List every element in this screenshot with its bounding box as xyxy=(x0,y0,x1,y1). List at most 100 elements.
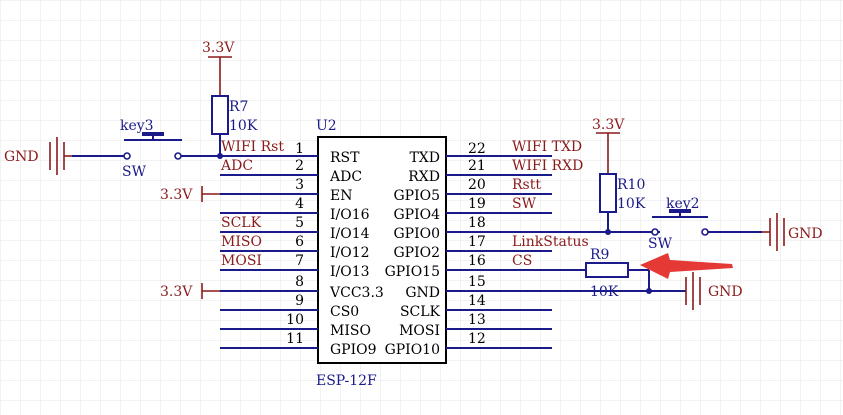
pin-number: 10 xyxy=(286,312,304,328)
left-pin-5[interactable]: 5 I/O14 xyxy=(220,215,370,242)
pin-number: 12 xyxy=(468,331,486,347)
left-pin-2[interactable]: 2 ADC xyxy=(220,158,362,185)
pin-name: I/O14 xyxy=(330,226,370,242)
pin-number: 13 xyxy=(468,312,486,328)
key3-ref: key3 xyxy=(120,118,154,134)
right-pin-21[interactable]: 21 RXD xyxy=(408,158,552,185)
pin-name: EN xyxy=(330,188,352,204)
esp12f-chip[interactable]: U2 ESP-12F 1 RST 2 ADC 3 EN 4 I/O16 5 I/… xyxy=(220,118,686,389)
pin-number: 4 xyxy=(295,196,304,212)
right-pin-22[interactable]: 22 TXD xyxy=(409,141,552,166)
right-pin-18[interactable]: 18 GPIO0 xyxy=(393,215,660,242)
pin-number: 9 xyxy=(295,293,304,309)
chip-ref-label: U2 xyxy=(316,118,337,134)
right-pin-19[interactable]: 19 GPIO4 xyxy=(393,196,552,223)
pin-number: 8 xyxy=(295,274,304,290)
left-pin-3[interactable]: 3 EN xyxy=(220,177,352,204)
net-label-linkstatus: LinkStatus xyxy=(512,234,589,250)
left-pin-6[interactable]: 6 I/O12 xyxy=(220,234,370,261)
key2-switch[interactable]: key2 SW xyxy=(648,196,762,252)
net-label-wifi-rxd: WIFI RXD xyxy=(512,158,583,174)
right-pin-13[interactable]: 13 MOSI xyxy=(399,312,552,339)
pin-number: 18 xyxy=(468,215,486,231)
pin-number: 20 xyxy=(468,177,486,193)
gnd-label: GND xyxy=(4,149,39,165)
net-label-rstt: Rstt xyxy=(512,177,541,193)
right-pin-20[interactable]: 20 GPIO5 xyxy=(393,177,552,204)
pin-name: I/O12 xyxy=(330,245,370,261)
key2-type: SW xyxy=(648,236,673,252)
pin-number: 11 xyxy=(286,331,304,347)
pin-number: 19 xyxy=(468,196,486,212)
annotation-arrow xyxy=(640,253,733,279)
pin-name: VCC3.3 xyxy=(329,285,384,301)
pin-name: GPIO5 xyxy=(393,188,440,204)
pin-name: GPIO15 xyxy=(385,264,440,280)
net-label-adc: ADC xyxy=(220,158,253,174)
r9-resistor[interactable]: R9 10K xyxy=(585,247,652,300)
key3-type: SW xyxy=(122,164,147,180)
pin-name: GPIO10 xyxy=(385,342,440,358)
pin-name: RXD xyxy=(408,169,440,185)
r9-ref: R9 xyxy=(590,247,609,263)
right-pin-17[interactable]: 17 GPIO2 xyxy=(393,234,552,261)
chip-body xyxy=(317,136,447,364)
left-pin-7[interactable]: 7 I/O13 xyxy=(220,253,370,280)
left-pin-9[interactable]: 9 CS0 xyxy=(220,293,359,320)
r10-ref: R10 xyxy=(617,177,645,193)
net-label-wifi-txd: WIFI TXD xyxy=(512,139,582,155)
pin-name: I/O16 xyxy=(330,207,370,223)
vcc-label: 3.3V xyxy=(202,40,235,56)
left-pin-1[interactable]: 1 RST xyxy=(220,141,360,166)
pin-name: MISO xyxy=(330,323,371,339)
right-pin-12[interactable]: 12 GPIO10 xyxy=(385,331,552,358)
r9-value: 10K xyxy=(590,284,619,300)
right-pin-15[interactable]: 15 GND xyxy=(405,274,686,301)
pin-name: TXD xyxy=(409,150,440,166)
net-label-cs: CS xyxy=(512,253,532,269)
pin-number: 16 xyxy=(468,253,486,269)
vcc-label: 3.3V xyxy=(592,117,625,133)
pin-number: 1 xyxy=(295,141,304,157)
key2-ref: key2 xyxy=(666,196,700,212)
right-pin-16[interactable]: 16 GPIO15 xyxy=(385,253,586,280)
pin-name: CS0 xyxy=(330,304,359,320)
pin-number: 15 xyxy=(468,274,486,290)
pin-number: 5 xyxy=(295,215,304,231)
pin-name: ADC xyxy=(329,169,362,185)
gnd-port-right-upper: GND xyxy=(762,213,823,251)
net-label-sclk: SCLK xyxy=(221,215,262,231)
gnd-port-left: GND xyxy=(4,137,72,175)
vcc-port-pin8: 3.3V xyxy=(160,283,220,300)
left-pin-8[interactable]: 8 VCC3.3 xyxy=(220,274,384,301)
pin-number: 3 xyxy=(295,177,304,193)
left-pin-11[interactable]: 11 GPIO9 xyxy=(220,331,377,358)
chip-part-label: ESP-12F xyxy=(316,373,377,389)
pin-number: 14 xyxy=(468,293,486,309)
vcc-port-pin3: 3.3V xyxy=(160,186,220,203)
pin-name: MOSI xyxy=(399,323,440,339)
left-pin-4[interactable]: 4 I/O16 xyxy=(220,196,370,223)
pin-name: SCLK xyxy=(400,304,441,320)
pin-name: GND xyxy=(405,285,440,301)
r10-value: 10K xyxy=(617,196,646,212)
net-label-mosi: MOSI xyxy=(221,253,262,269)
pin-number: 22 xyxy=(468,141,486,157)
pin-name: GPIO0 xyxy=(393,226,440,242)
right-pin-14[interactable]: 14 SCLK xyxy=(400,293,552,320)
pin-number: 6 xyxy=(295,234,304,250)
key3-switch[interactable]: key3 SW xyxy=(72,118,220,180)
net-label-miso: MISO xyxy=(221,234,262,250)
r7-ref: R7 xyxy=(229,99,248,115)
left-pin-10[interactable]: 10 MISO xyxy=(220,312,371,339)
r7-value: 10K xyxy=(229,118,258,134)
pin-name: GPIO2 xyxy=(393,245,440,261)
pin-name: I/O13 xyxy=(330,264,370,280)
gnd-port-right-lower: GND xyxy=(685,272,743,310)
r7-resistor[interactable]: 3.3V R7 10K xyxy=(202,40,258,159)
pin-name: GPIO4 xyxy=(393,207,440,223)
r10-resistor[interactable]: 3.3V R10 10K xyxy=(592,117,646,235)
pin-number: 2 xyxy=(295,158,304,174)
